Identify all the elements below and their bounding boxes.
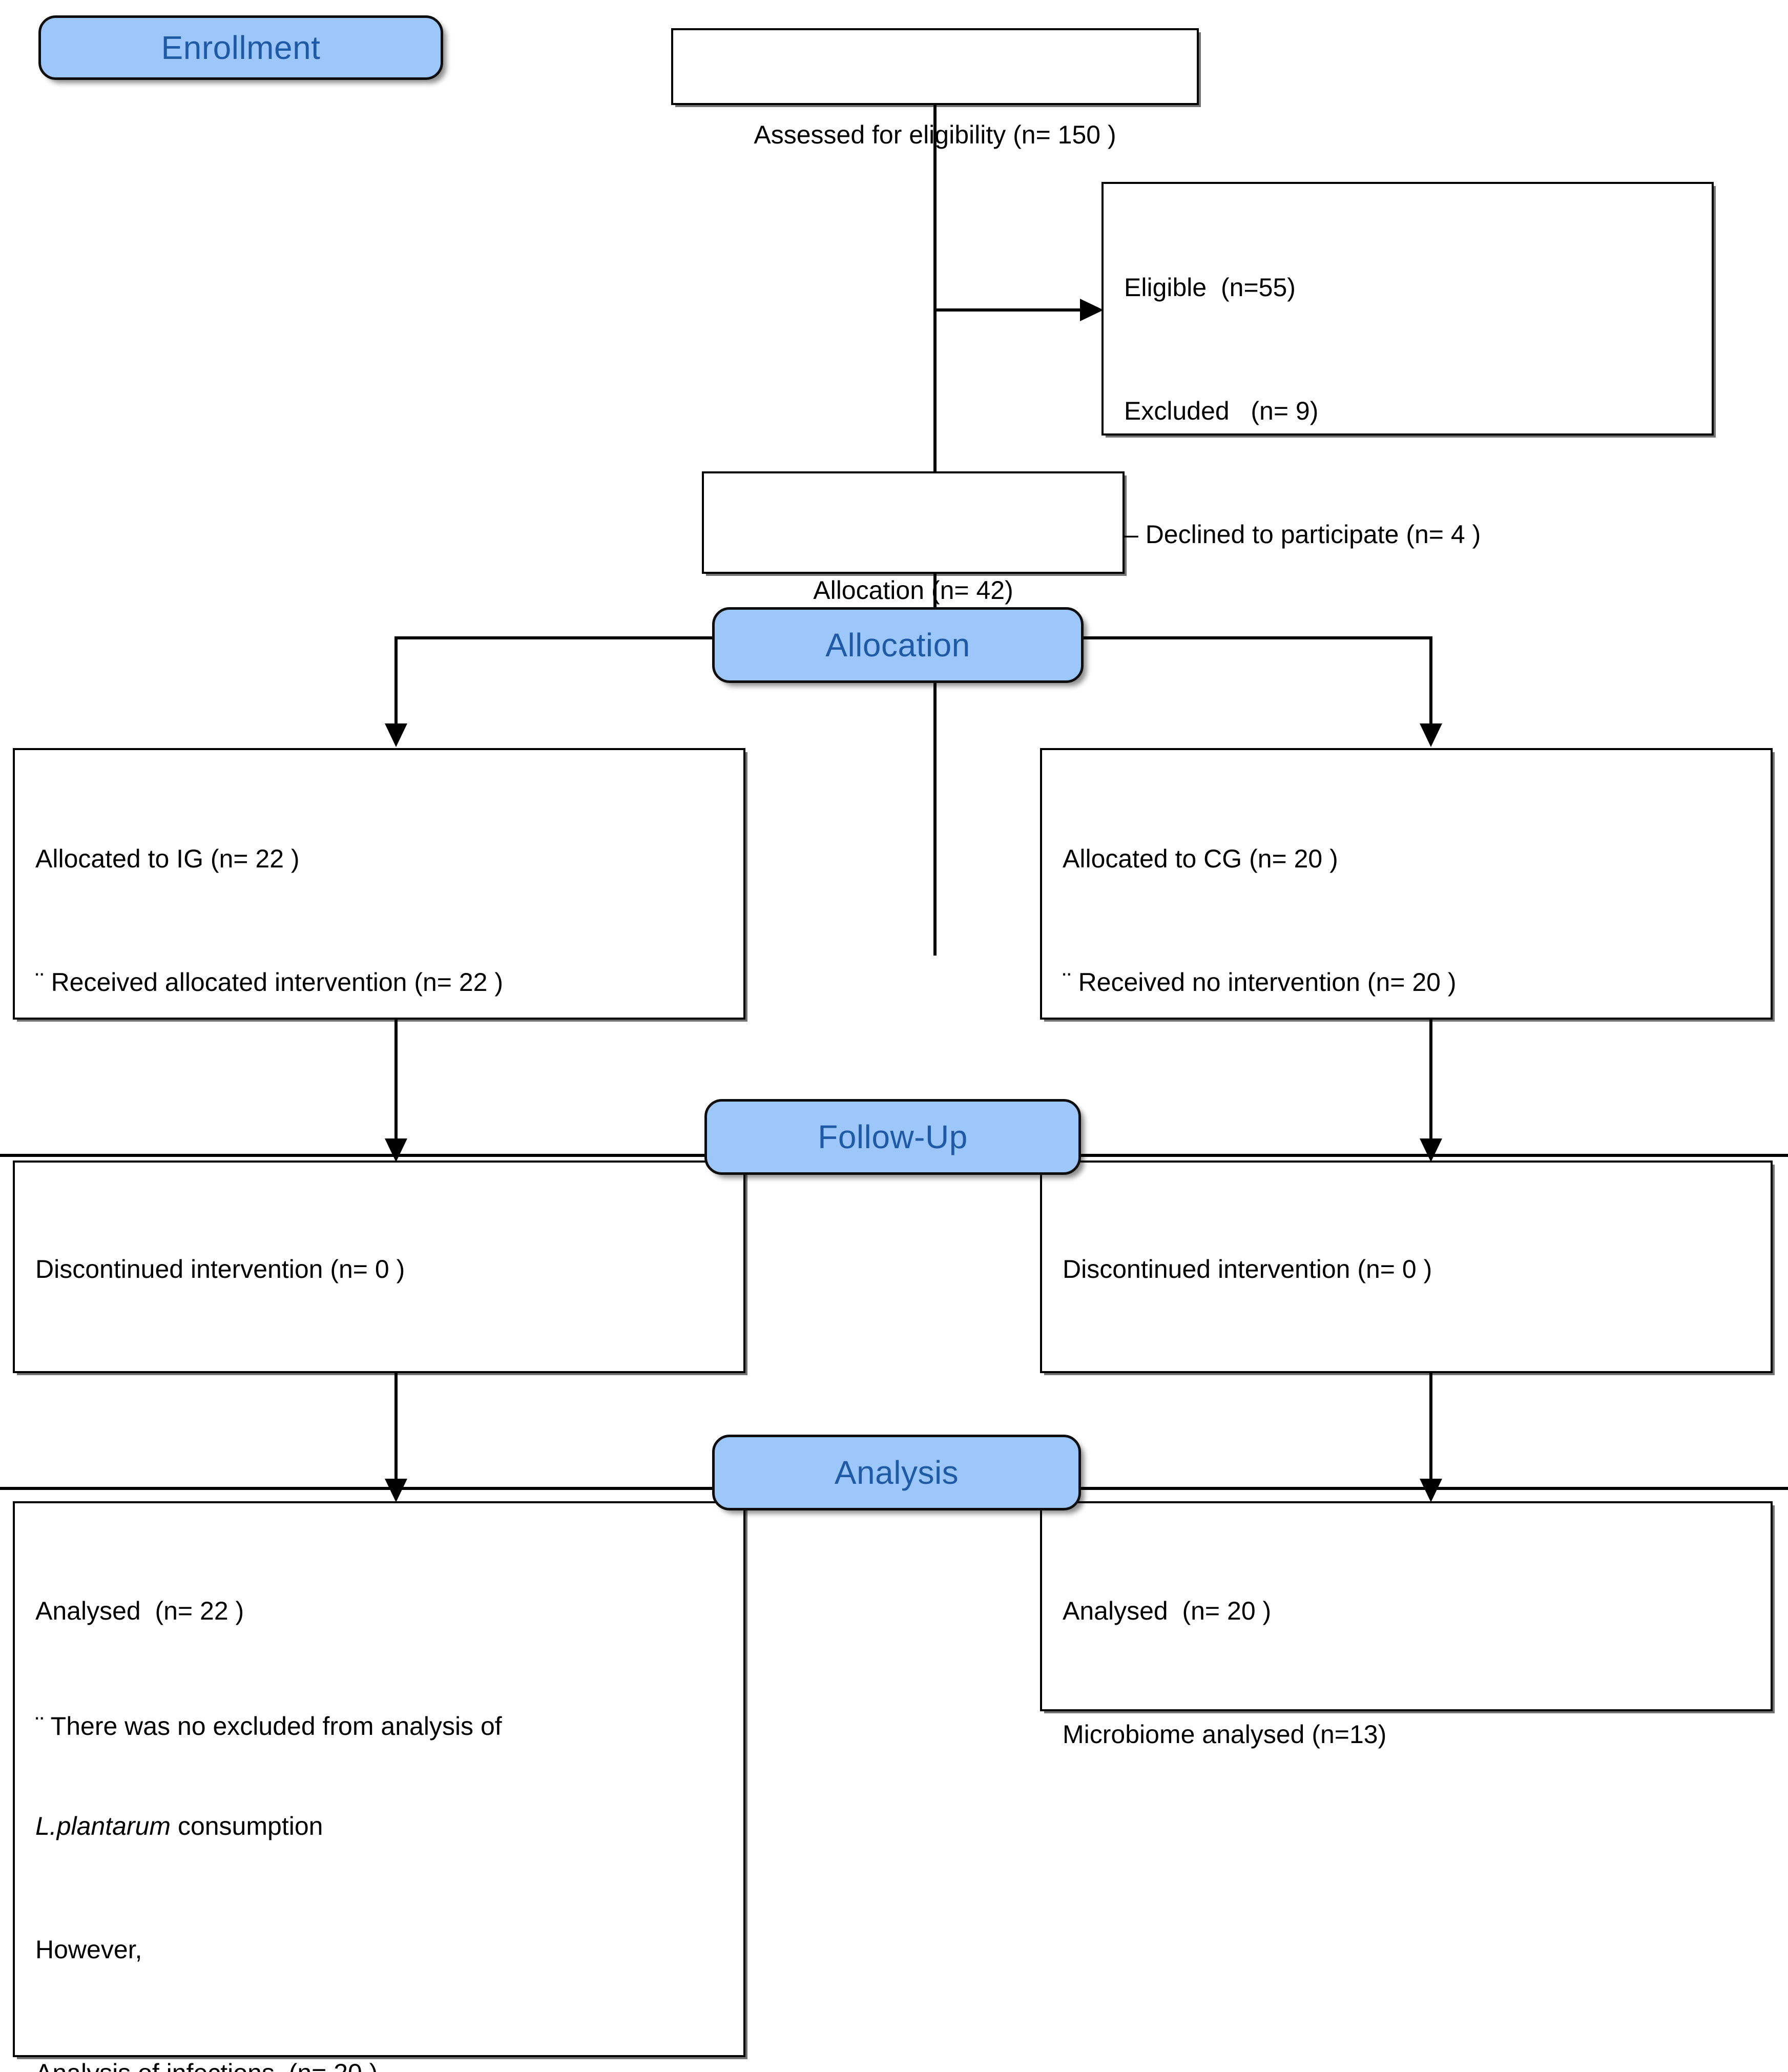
stage-badge-analysis: Analysis bbox=[712, 1435, 1081, 1510]
node-analysed-cg: Analysed (n= 20 ) Microbiome analysed (n… bbox=[1040, 1501, 1773, 1749]
connector-ig-to-followup bbox=[394, 1020, 398, 1143]
connector-allocation-left-drop bbox=[394, 636, 398, 726]
stage-badge-enrollment: Enrollment bbox=[38, 15, 443, 80]
analysed-ig-line-5: Analysis of infections (n= 20 ) bbox=[35, 2057, 729, 2072]
discontinued-cg-line-1: Discontinued intervention (n= 0 ) bbox=[1063, 1255, 1432, 1283]
connector-ig-to-analysis bbox=[394, 1373, 398, 1483]
arrow-to-discontinued-cg-icon bbox=[1420, 1138, 1442, 1162]
connector-to-excluded bbox=[933, 308, 1082, 312]
excluded-line-2: Excluded (n= 9) bbox=[1124, 397, 1319, 425]
stage-badge-analysis-label: Analysis bbox=[834, 1454, 959, 1491]
node-discontinued-cg: Discontinued intervention (n= 0 ) bbox=[1040, 1161, 1773, 1373]
excluded-line-1: Eligible (n=55) bbox=[1124, 273, 1296, 302]
analysed-ig-bullet-1-icon: ¨ bbox=[35, 1712, 44, 1741]
allocated-ig-bullet-icon: ¨ bbox=[35, 968, 44, 997]
node-allocation-total: Allocation (n= 42) bbox=[702, 471, 1125, 605]
allocation-total-line-1: Allocation (n= 42) bbox=[813, 576, 1013, 605]
node-discontinued-ig: Discontinued intervention (n= 0 ) bbox=[13, 1161, 745, 1373]
analysed-ig-line-2: There was no excluded from analysis of bbox=[50, 1712, 502, 1741]
node-analysed-ig: Analysed (n= 22 ) ¨ There was no exclude… bbox=[13, 1501, 745, 2072]
excluded-line-3: – Declined to participate (n= 4 ) bbox=[1124, 520, 1481, 549]
allocated-ig-line-1: Allocated to IG (n= 22 ) bbox=[35, 844, 300, 873]
arrow-to-analysed-ig-icon bbox=[385, 1479, 407, 1502]
arrow-to-discontinued-ig-icon bbox=[385, 1138, 407, 1162]
node-allocated-ig: Allocated to IG (n= 22 ) ¨ Received allo… bbox=[13, 748, 745, 1020]
stage-badge-followup-label: Follow-Up bbox=[818, 1118, 968, 1155]
analysed-ig-line-4: However, bbox=[35, 1935, 142, 1964]
analysed-cg-line-2: Microbiome analysed (n=13) bbox=[1063, 1720, 1387, 1749]
arrow-to-excluded-icon bbox=[1080, 299, 1104, 321]
connector-allocation-right-drop bbox=[1429, 636, 1432, 726]
node-assessed-for-eligibility: Assessed for eligibility (n= 150 ) bbox=[671, 28, 1199, 149]
discontinued-ig-line-1: Discontinued intervention (n= 0 ) bbox=[35, 1255, 405, 1283]
node-excluded: Eligible (n=55) Excluded (n= 9) – Declin… bbox=[1101, 182, 1714, 549]
stage-badge-allocation: Allocation bbox=[712, 607, 1084, 683]
analysed-cg-line-1: Analysed (n= 20 ) bbox=[1063, 1597, 1272, 1625]
analysed-ig-line-3-italic: L.plantarum bbox=[35, 1812, 171, 1840]
allocated-ig-line-2: Received allocated intervention (n= 22 ) bbox=[51, 968, 504, 997]
arrow-to-allocated-cg-icon bbox=[1420, 723, 1442, 747]
stage-badge-allocation-label: Allocation bbox=[825, 627, 970, 664]
connector-cg-to-followup bbox=[1429, 1020, 1432, 1143]
allocated-cg-line-2: Received no intervention (n= 20 ) bbox=[1078, 968, 1457, 997]
connector-cg-to-analysis bbox=[1429, 1373, 1432, 1483]
arrow-to-analysed-cg-icon bbox=[1420, 1479, 1442, 1502]
analysed-ig-line-1: Analysed (n= 22 ) bbox=[35, 1597, 244, 1625]
stage-badge-followup: Follow-Up bbox=[704, 1099, 1081, 1175]
arrow-to-allocated-ig-icon bbox=[385, 723, 407, 747]
analysed-ig-line-3-rest: consumption bbox=[171, 1812, 323, 1840]
allocated-cg-bullet-icon: ¨ bbox=[1063, 968, 1071, 997]
assessed-line-1: Assessed for eligibility (n= 150 ) bbox=[754, 120, 1116, 149]
stage-badge-enrollment-label: Enrollment bbox=[161, 29, 321, 66]
node-allocated-cg: Allocated to CG (n= 20 ) ¨ Received no i… bbox=[1040, 748, 1773, 1020]
allocated-cg-line-1: Allocated to CG (n= 20 ) bbox=[1063, 844, 1338, 873]
